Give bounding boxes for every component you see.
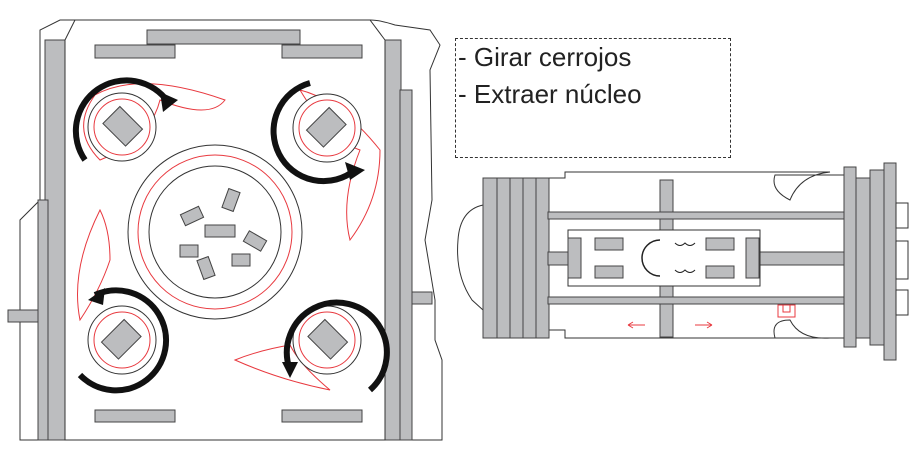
motion-lines-icon (674, 242, 696, 273)
lower-rod (547, 296, 845, 305)
annotation-line-rotate-locks: - Girar cerrojos (458, 42, 632, 72)
end-plates (843, 162, 909, 361)
upper-rod (547, 211, 845, 220)
annotation-line-extract-core: - Extraer núcleo (458, 79, 642, 109)
lock-unit-top-right (270, 80, 381, 242)
core-red-circle (137, 154, 293, 310)
lock-unit-bottom-left (77, 208, 169, 394)
lock-stop-left (567, 237, 582, 279)
annotation-box: - Girar cerrojos - Extraer núcleo (455, 38, 731, 158)
rotation-arrow-icon (77, 287, 169, 394)
lock-blocks (594, 237, 735, 279)
arrow-left-icon (627, 321, 645, 329)
clamp-plates (482, 177, 550, 339)
lock-unit-bottom-right (233, 299, 390, 393)
bottom-bar-left (94, 409, 176, 423)
front-view (7, 19, 443, 441)
left-plate-outer (37, 199, 49, 441)
bottom-bar-right (281, 409, 363, 423)
lock-stop-right (745, 237, 760, 279)
rotation-symbol-icon (641, 239, 661, 277)
rotation-arrow-icon (270, 80, 357, 185)
ejector-detail (777, 304, 796, 318)
right-pin (411, 291, 433, 305)
right-plate-outer (399, 89, 413, 441)
lock-unit-top-left (72, 77, 226, 162)
core-segments (179, 187, 268, 281)
arrow-right-icon (695, 321, 713, 329)
rotation-arrow-icon (283, 299, 390, 393)
top-bar-right (281, 44, 363, 59)
side-flange (457, 204, 484, 312)
rotation-arrow-icon (72, 77, 171, 162)
top-bar-left (94, 44, 176, 59)
right-plate (384, 39, 402, 441)
side-view (457, 162, 909, 361)
top-bar-center (146, 29, 301, 45)
left-pin (7, 309, 39, 323)
